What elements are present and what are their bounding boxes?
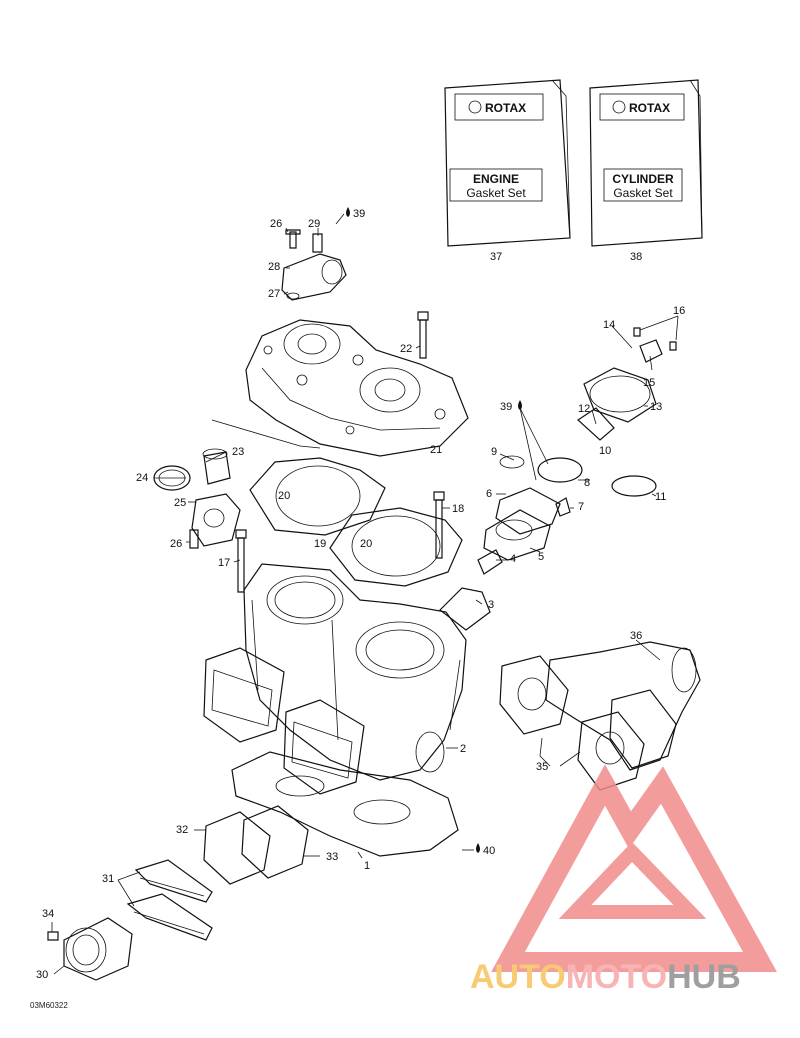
watermark-moto: MOTO xyxy=(566,958,667,996)
cylinder-studs xyxy=(235,491,445,593)
callout-24: 24 xyxy=(136,472,148,484)
callout-31: 31 xyxy=(102,873,114,885)
callout-39: 39 xyxy=(353,208,365,220)
callout-36: 36 xyxy=(630,630,642,642)
thermostat-group xyxy=(153,448,241,549)
callout-5: 5 xyxy=(538,551,544,563)
callout-20: 20 xyxy=(278,490,290,502)
callout-15: 15 xyxy=(643,377,655,389)
callout-27: 27 xyxy=(268,288,280,300)
leader-lines xyxy=(51,213,679,975)
callout-8: 8 xyxy=(584,477,590,489)
reed-valves xyxy=(126,805,309,941)
lubricant-drop-icon xyxy=(346,207,350,217)
callout-labels: 26 29 39 28 27 22 21 23 24 20 25 18 26 1… xyxy=(36,208,685,981)
callout-1: 1 xyxy=(364,860,370,872)
base-gasket xyxy=(231,751,459,857)
callout-14: 14 xyxy=(603,319,615,331)
callout-22: 22 xyxy=(400,343,412,355)
gasket-set-37-title: ENGINE xyxy=(473,172,519,186)
gasket-set-37: ROTAX ENGINE Gasket Set 37 xyxy=(444,79,571,263)
gasket-set-38-subtitle: Gasket Set xyxy=(613,186,673,200)
callout-35: 35 xyxy=(536,761,548,773)
figure-reference-code: 03M60322 xyxy=(30,1001,68,1010)
cylinder-head xyxy=(245,319,469,457)
callout-13: 13 xyxy=(650,401,662,413)
callout-26: 26 xyxy=(270,218,282,230)
rave-valve-group xyxy=(439,327,677,631)
exhaust-manifold xyxy=(499,641,701,791)
callout-3: 3 xyxy=(488,599,494,611)
carburetor-flange xyxy=(47,917,133,981)
water-outlet-group xyxy=(281,229,347,301)
watermark-hub: HUB xyxy=(667,958,741,996)
callout-2: 2 xyxy=(460,743,466,755)
sealant-drop-icon xyxy=(476,843,480,853)
head-gaskets xyxy=(249,457,463,587)
gasket-set-38-brand: ROTAX xyxy=(629,101,670,115)
callout-37: 37 xyxy=(490,251,502,263)
callout-40: 40 xyxy=(483,845,495,857)
callout-38: 38 xyxy=(630,251,642,263)
callout-6: 6 xyxy=(486,488,492,500)
intake-ports xyxy=(203,647,365,795)
lubricant-drop-icon xyxy=(518,400,522,410)
gasket-set-38: ROTAX CYLINDER Gasket Set 38 xyxy=(589,79,703,263)
automotohub-watermark: AUTOMOTOHUB xyxy=(470,764,777,996)
callout-25: 25 xyxy=(174,497,186,509)
gasket-set-37-brand: ROTAX xyxy=(485,101,526,115)
callout-11: 11 xyxy=(655,491,666,503)
callout-7: 7 xyxy=(578,501,584,513)
callout-16: 16 xyxy=(673,305,685,317)
watermark-auto: AUTO xyxy=(470,958,566,996)
callout-17: 17 xyxy=(218,557,230,569)
callout-39: 39 xyxy=(500,401,512,413)
callout-34: 34 xyxy=(42,908,54,920)
callout-28: 28 xyxy=(268,261,280,273)
cylinder-block xyxy=(243,563,467,781)
callout-26: 26 xyxy=(170,538,182,550)
rotax-logo-icon xyxy=(612,100,626,114)
callout-9: 9 xyxy=(491,446,497,458)
rotax-logo-icon xyxy=(468,100,482,114)
callout-10: 10 xyxy=(599,445,611,457)
watermark-text: AUTOMOTOHUB xyxy=(470,958,741,996)
callout-12: 12 xyxy=(578,403,590,415)
automotohub-logo-icon xyxy=(491,764,777,972)
callout-19: 19 xyxy=(314,538,326,550)
callout-18: 18 xyxy=(452,503,464,515)
callout-32: 32 xyxy=(176,824,188,836)
callout-21: 21 xyxy=(430,444,442,456)
callout-4: 4 xyxy=(510,553,516,565)
callout-30: 30 xyxy=(36,969,48,981)
gasket-set-37-subtitle: Gasket Set xyxy=(466,186,526,200)
callout-20: 20 xyxy=(360,538,372,550)
callout-33: 33 xyxy=(326,851,338,863)
callout-23: 23 xyxy=(232,446,244,458)
gasket-set-38-title: CYLINDER xyxy=(612,172,674,186)
head-bolt xyxy=(417,311,429,359)
callout-29: 29 xyxy=(308,218,320,230)
